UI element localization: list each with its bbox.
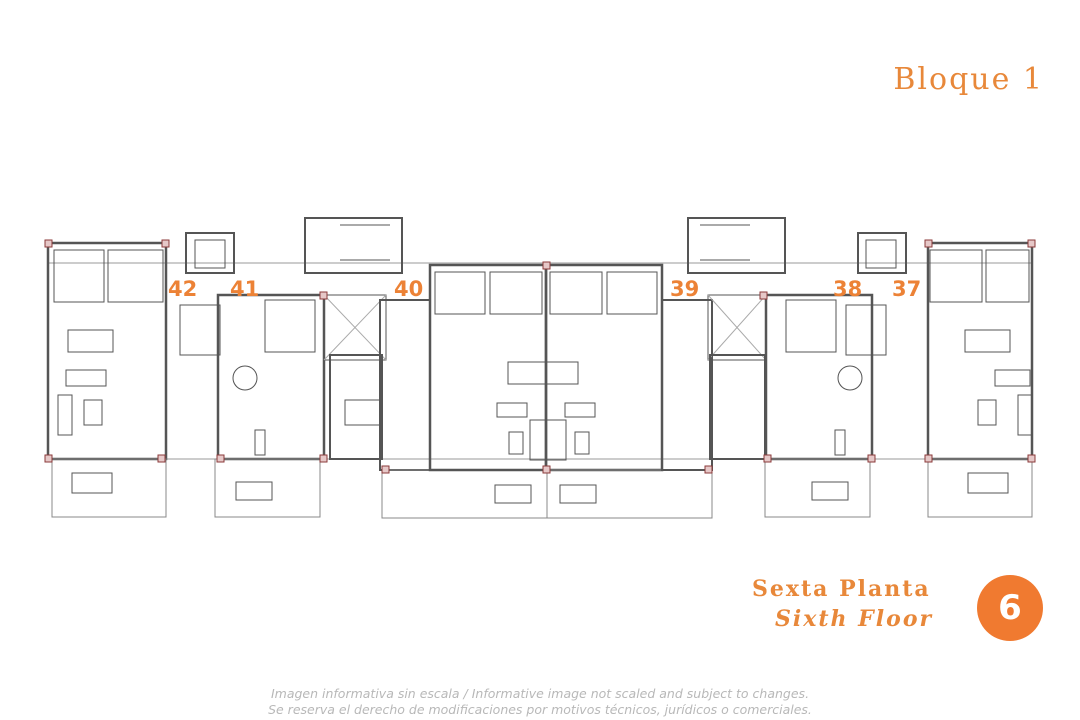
unit-label-37: 37 [892,277,922,301]
unit-label-38: 38 [833,277,863,301]
unit-label-39: 39 [670,277,700,301]
unit-label-41: 41 [230,277,260,301]
floor-number-badge: 6 [977,575,1043,641]
disclaimer-line-1: Imagen informativa sin escala / Informat… [270,686,810,701]
unit-label-42: 42 [168,277,198,301]
block-title: Bloque 1 [893,62,1044,97]
disclaimer: Imagen informativa sin escala / Informat… [0,686,1080,718]
unit-label-40: 40 [394,277,424,301]
floor-name-english: Sixth Floor [775,606,934,632]
disclaimer-line-2: Se reserva el derecho de modificaciones … [268,702,812,717]
floor-name-spanish: Sexta Planta [752,576,931,602]
